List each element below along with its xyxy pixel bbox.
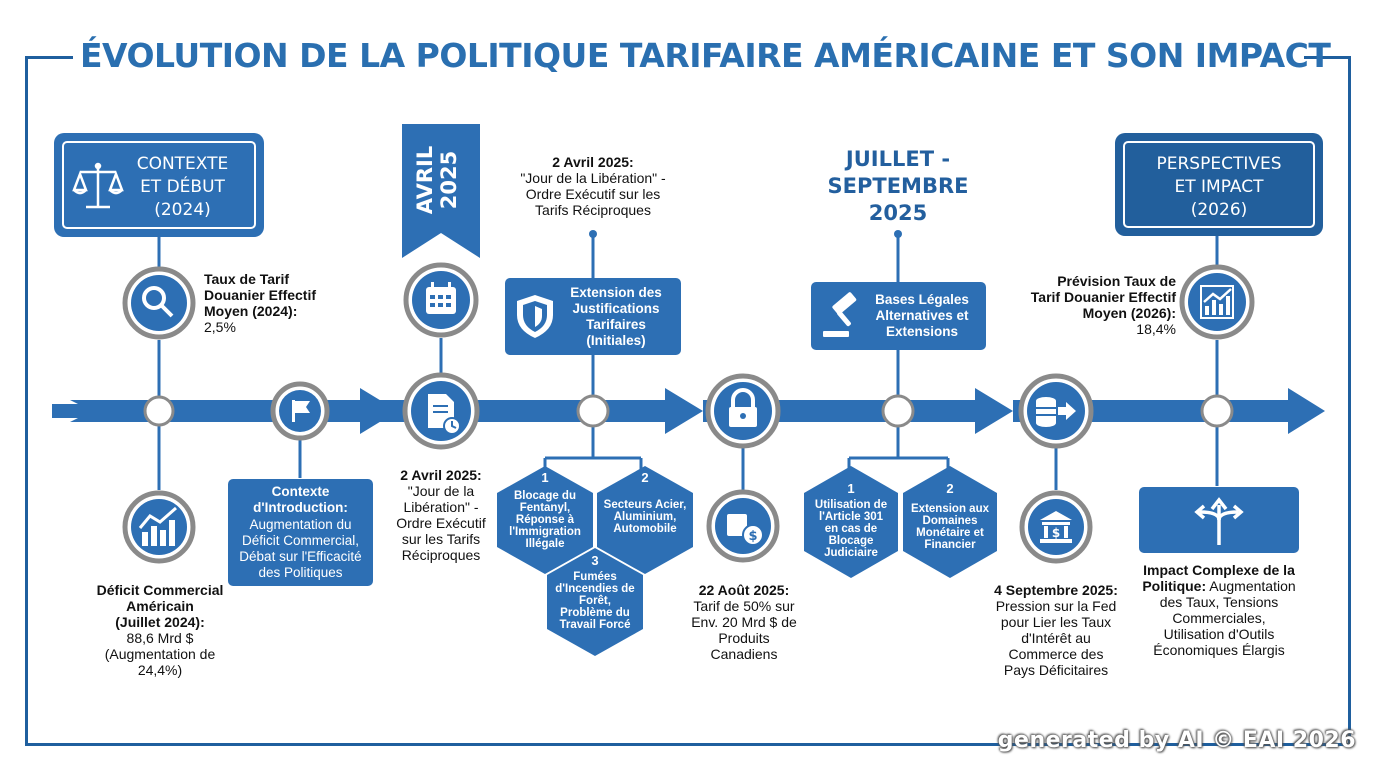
context-box <box>54 133 264 237</box>
september-text: 4 Septembre 2025: Pression sur la Fed po… <box>994 582 1118 678</box>
page-title: ÉVOLUTION DE LA POLITIQUE TARIFAIRE AMÉR… <box>80 36 1331 75</box>
april-banner <box>402 124 480 258</box>
hex-left-1 <box>497 466 593 574</box>
hex-right-2-num: 2 <box>946 481 954 496</box>
scales-icon <box>72 162 124 209</box>
tarif-2026-text: Prévision Taux de Tarif Douanier Effecti… <box>1030 273 1176 337</box>
bank-icon: $ <box>1040 511 1072 543</box>
gavel-icon <box>823 292 857 337</box>
calendar-icon <box>426 282 456 314</box>
svg-text:$: $ <box>748 529 757 544</box>
svg-text:$: $ <box>1052 526 1060 540</box>
deficit-text: Déficit Commercial Américain (Juillet 20… <box>96 582 224 678</box>
perspectives-box <box>1115 133 1323 236</box>
bar-chart-icon <box>138 506 177 546</box>
frame-top-right <box>1304 56 1351 59</box>
april-bottom-text: 2 Avril 2025: "Jour de la Libération" - … <box>396 467 486 563</box>
intro-box <box>228 479 373 586</box>
impact-text: Impact Complexe de la Politique: Augment… <box>1142 562 1296 658</box>
money-icon: $ <box>727 514 764 546</box>
april-top-text: 2 Avril 2025: "Jour de la Libération" - … <box>520 154 666 218</box>
hex-left-2-text: Secteurs Acier,Aluminium,Automobile <box>603 499 687 535</box>
april-banner-text: AVRIL 2025 <box>413 145 461 215</box>
intro-text: Contexte d'Introduction: Augmentation du… <box>239 484 362 581</box>
flag-icon <box>292 400 310 422</box>
justif-box <box>505 278 681 355</box>
lock-icon <box>729 388 757 427</box>
hex-left-3 <box>547 548 643 656</box>
hex-right-1-num: 1 <box>847 481 855 496</box>
hex-right-1 <box>804 466 898 578</box>
hex-left-1-num: 1 <box>541 470 549 485</box>
watermark: generated by AI © EAI 2026 <box>997 728 1356 753</box>
shield-icon <box>517 295 553 338</box>
coins-arrow-icon <box>1036 397 1076 427</box>
hex-left-2 <box>597 466 693 574</box>
timeline-arrow <box>52 388 1325 434</box>
search-icon <box>142 286 174 318</box>
hex-left-3-num: 3 <box>591 553 599 568</box>
outer-frame <box>25 58 1351 746</box>
document-clock-icon <box>428 394 461 435</box>
august-text: 22 Août 2025: Tarif de 50% sur Env. 20 M… <box>691 582 797 662</box>
hex-right-2 <box>903 466 997 578</box>
growth-chart-icon <box>1200 285 1234 319</box>
frame-top-left <box>25 56 73 59</box>
hex-left-2-num: 2 <box>641 470 649 485</box>
split-arrows-icon <box>1194 497 1244 545</box>
tarif-2024-text: Taux de Tarif Douanier Effectif Moyen (2… <box>204 271 317 335</box>
